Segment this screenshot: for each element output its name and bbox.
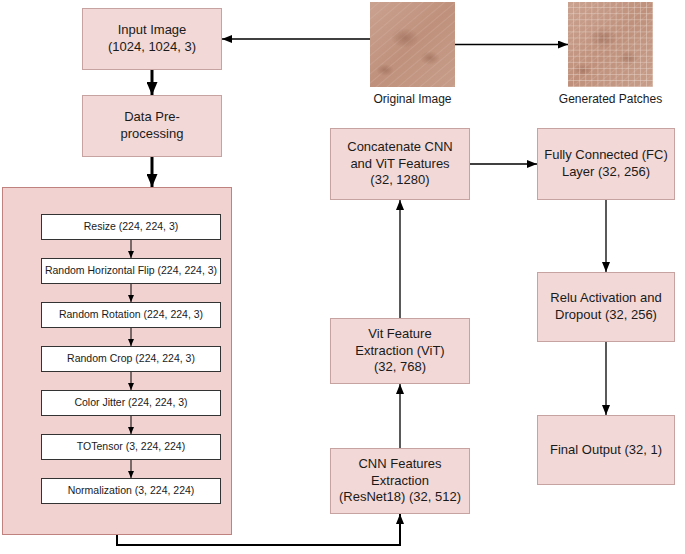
text-block: Concatenate CNN and ViT Features (32, 12… [342, 139, 458, 189]
transform-step: Resize (224, 224, 3) [41, 214, 221, 240]
patch-photo [568, 2, 653, 87]
flow-arrow [131, 284, 132, 302]
process-box: Fully Connected (FC) Layer (32, 256) [537, 128, 675, 200]
text-block: Random Crop (224, 224, 3) [67, 353, 195, 365]
node-label: Normalization (3, 224, 224) [68, 485, 195, 497]
flow-arrow [151, 157, 154, 187]
transform-step: Random Horizontal Flip (224, 224, 3) [41, 258, 221, 284]
photo-spot [420, 51, 440, 65]
process-box: Relu Activation and Dropout (32, 256) [537, 272, 675, 342]
flow-arrow [131, 460, 132, 478]
photo-base [568, 2, 653, 87]
text-block: Final Output (32, 1) [541, 442, 671, 459]
text-block: Input Image (1024, 1024, 3) [105, 22, 200, 55]
photo-spot [376, 64, 394, 76]
text-block: Resize (224, 224, 3) [84, 221, 179, 233]
node-label: Resize (224, 224, 3) [84, 221, 179, 233]
text-block: Original Image [373, 92, 451, 107]
process-box: CNN Features Extraction (ResNet18) (32, … [330, 448, 470, 514]
photo-texture [370, 2, 455, 87]
text-block: Random Rotation (224, 224, 3) [59, 309, 203, 321]
transform-step: Random Rotation (224, 224, 3) [41, 302, 221, 328]
photo-base [370, 2, 455, 87]
node-label: Vit Feature Extraction (ViT) (32, 768) [348, 326, 453, 376]
flow-arrow [131, 372, 132, 390]
output-box: Final Output (32, 1) [537, 415, 675, 485]
patch-grid [568, 2, 653, 87]
text-block: Generated Patches [559, 92, 662, 107]
text-block: Color Jitter (224, 224, 3) [74, 397, 187, 409]
node-label: Generated Patches [559, 92, 662, 107]
flow-arrow [399, 200, 400, 318]
flow-arrow [131, 416, 132, 434]
process-box: Vit Feature Extraction (ViT) (32, 768) [330, 318, 470, 384]
text-block: Vit Feature Extraction (ViT) (32, 768) [348, 326, 453, 376]
process-box: Concatenate CNN and ViT Features (32, 12… [330, 128, 470, 200]
flow-arrow [605, 200, 606, 272]
input-box: Input Image (1024, 1024, 3) [82, 8, 222, 70]
image-thumbnail: Generated Patches [568, 2, 653, 87]
flow-arrow [605, 342, 606, 415]
node-label: Fully Connected (FC) Layer (32, 256) [542, 147, 670, 180]
flow-arrow [131, 328, 132, 346]
transform-step: Random Crop (224, 224, 3) [41, 346, 221, 372]
text-block: TOTensor (3, 224, 224) [77, 441, 185, 453]
flow-arrow [117, 514, 400, 545]
node-label: Random Horizontal Flip (224, 224, 3) [45, 265, 217, 277]
connector-group [117, 39, 606, 545]
node-label: CNN Features Extraction (ResNet18) (32, … [338, 456, 462, 506]
flow-arrow [151, 70, 154, 95]
transform-step: TOTensor (3, 224, 224) [41, 434, 221, 460]
text-block: Data Pre-processing [112, 109, 192, 142]
flow-arrow [399, 384, 400, 448]
transform-step: Color Jitter (224, 224, 3) [41, 390, 221, 416]
image-thumbnail: Original Image [370, 2, 455, 87]
flow-arrow [222, 38, 370, 39]
node-label: Data Pre-processing [112, 109, 192, 142]
photo-texture [568, 2, 653, 87]
flow-arrow [470, 163, 537, 164]
node-label: TOTensor (3, 224, 224) [77, 441, 185, 453]
process-box: Data Pre-processing [82, 95, 222, 157]
text-block: Relu Activation and Dropout (32, 256) [545, 290, 667, 323]
transform-step: Normalization (3, 224, 224) [41, 478, 221, 504]
node-label: Concatenate CNN and ViT Features (32, 12… [342, 139, 458, 189]
node-label: Relu Activation and Dropout (32, 256) [545, 290, 667, 323]
text-block: Random Horizontal Flip (224, 224, 3) [45, 265, 217, 277]
node-label: Final Output (32, 1) [541, 442, 671, 459]
text-block: Fully Connected (FC) Layer (32, 256) [542, 147, 670, 180]
node-label: Random Crop (224, 224, 3) [67, 353, 195, 365]
pipeline-group: Resize (224, 224, 3) Random Horizontal Fl… [2, 187, 232, 535]
text-block: Normalization (3, 224, 224) [68, 485, 195, 497]
node-label: Random Rotation (224, 224, 3) [59, 309, 203, 321]
skin-photo [370, 2, 455, 87]
node-label: Color Jitter (224, 224, 3) [74, 397, 187, 409]
node-label: Input Image (1024, 1024, 3) [105, 22, 200, 55]
node-label: Original Image [373, 92, 451, 107]
photo-spot [391, 28, 419, 48]
flow-arrow [455, 44, 568, 45]
text-block: CNN Features Extraction (ResNet18) (32, … [338, 456, 462, 506]
flow-arrow [131, 240, 132, 258]
